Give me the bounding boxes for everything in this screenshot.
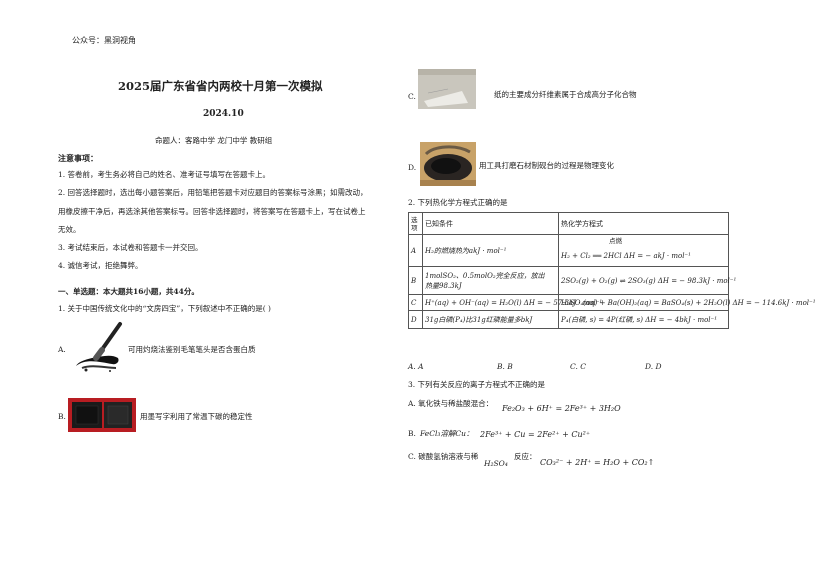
option-label: D. — [408, 163, 417, 172]
notice-item: 2. 回答选择题时，选出每小题答案后，用铅笔把答题卡对应题目的答案标号涂黑；如需… — [58, 188, 368, 197]
ion-equation: Fe₂O₃ + 6H⁺ = 2Fe³⁺ + 3H₂O — [502, 404, 621, 413]
ion-equation: 2Fe³⁺ + Cu = 2Fe²⁺ + Cu²⁺ — [480, 430, 591, 439]
notice-item: 无效。 — [58, 225, 81, 234]
question-stem: 2. 下列热化学方程式正确的是 — [408, 198, 508, 207]
brush-image — [76, 322, 122, 372]
section-heading: 一、单选题：本大题共16小题，共44分。 — [58, 287, 199, 296]
table-header-cell: 已知条件 — [422, 212, 559, 235]
condition-over-arrow: 点燃 — [609, 237, 622, 245]
answer-choice-a[interactable]: A. A — [408, 362, 424, 371]
table-row: B 1molSO₂、0.5molO₂完全反应，放出 热量98.3kJ 2SO₂(… — [408, 266, 736, 295]
table-cell-equation: 2SO₂(g) + O₂(g) ⇌ 2SO₃(g) ΔH = − 98.3kJ … — [558, 266, 736, 295]
answer-choice-c[interactable]: C. C — [570, 362, 586, 371]
ion-equation-prefix: FeCl₃溶解Cu： — [420, 429, 474, 438]
watermark: 公众号：黑洞视角 — [72, 36, 136, 45]
ion-equation-mid: H₂SO₄ — [484, 459, 508, 468]
notice-item: 用橡皮擦干净后，再选涂其他答案标号。回答非选择题时，将答案写在答题卡上，写在试卷… — [58, 207, 366, 216]
table-cell-option: D — [408, 310, 423, 329]
table-cell-option: A — [408, 234, 423, 267]
exam-title: 2025届广东省省内两校十月第一次模拟 — [118, 79, 323, 93]
ink-stick-image — [68, 398, 136, 432]
condition-line: 1molSO₂、0.5molO₂完全反应，放出 — [425, 271, 545, 280]
answer-choice-b[interactable]: B. B — [497, 362, 513, 371]
table-row: C H⁺(aq) + OH⁻(aq) = H₂O(l) ΔH = − 57.3k… — [408, 294, 816, 311]
paper-image — [418, 69, 476, 109]
table-cell-equation: H₂SO₄(aq) + Ba(OH)₂(aq) = BaSO₄(s) + 2H₂… — [558, 294, 816, 311]
inkstone-image — [420, 142, 476, 186]
table-cell-condition: H⁺(aq) + OH⁻(aq) = H₂O(l) ΔH = − 57.3kJ … — [422, 294, 602, 311]
exam-date: 2024.10 — [203, 109, 244, 119]
notice-item: 3. 考试结束后，本试卷和答题卡一并交回。 — [58, 243, 203, 252]
notice-item: 4. 诚信考试，拒绝舞弊。 — [58, 261, 143, 270]
table-cell-condition: 1molSO₂、0.5molO₂完全反应，放出 热量98.3kJ — [422, 266, 559, 295]
question-stem: 1. 关于中国传统文化中的“文房四宝”，下列叙述中不正确的是( ) — [58, 304, 271, 313]
exam-authors: 命题人：客路中学 龙门中学 教研组 — [155, 136, 273, 145]
table-cell-option: B — [408, 266, 423, 295]
table-cell-equation: 点燃 H₂ + Cl₂ ══ 2HCl ΔH = − akJ · mol⁻¹ — [558, 234, 729, 267]
option-text: 可用灼烧法鉴别毛笔笔头是否含蛋白质 — [128, 345, 256, 354]
option-label: C. 碳酸氢钠溶液与稀 — [408, 452, 479, 461]
condition-line: 热量98.3kJ — [425, 281, 462, 290]
option-label: A. 氧化铁与稀盐酸混合： — [408, 399, 494, 408]
table-row: A H₂的燃烧热为akJ · mol⁻¹ 点燃 H₂ + Cl₂ ══ 2HCl… — [408, 234, 729, 267]
ion-equation: CO₃²⁻ + 2H⁺ = H₂O + CO₂↑ — [540, 458, 655, 467]
option-text: 用墨写字利用了常温下碳的稳定性 — [140, 412, 253, 421]
table-cell-option: C — [408, 294, 423, 311]
option-text: 反应： — [514, 452, 537, 461]
notice-item: 1. 答卷前，考生务必将自己的姓名、准考证号填写在答题卡上。 — [58, 170, 271, 179]
option-text: 纸的主要成分纤维素属于合成高分子化合物 — [494, 90, 637, 99]
table-row: D 31g白磷(P₄)比31g红磷能量多bkJ P₄(白磷, s) = 4P(红… — [408, 310, 729, 329]
option-label: B. — [408, 429, 416, 438]
option-label: B. — [58, 412, 66, 421]
option-label: C. — [408, 92, 416, 101]
option-label: A. — [58, 345, 66, 354]
table-header-cell: 热化学方程式 — [558, 212, 729, 235]
option-text: 用工具打磨石材制砚台的过程是物理变化 — [479, 161, 614, 170]
table-cell-equation: P₄(白磷, s) = 4P(红磷, s) ΔH = − 4bkJ · mol⁻… — [558, 310, 729, 329]
table-header-row: 选项 已知条件 热化学方程式 — [408, 212, 729, 235]
notice-heading: 注意事项： — [58, 153, 98, 163]
answer-choice-d[interactable]: D. D — [645, 362, 662, 371]
equation-text: H₂ + Cl₂ ══ 2HCl ΔH = − akJ · mol⁻¹ — [561, 251, 691, 260]
thermo-table: 选项 已知条件 热化学方程式 A H₂的燃烧热为akJ · mol⁻¹ 点燃 H… — [408, 212, 816, 329]
table-cell-condition: 31g白磷(P₄)比31g红磷能量多bkJ — [422, 310, 559, 329]
table-cell-condition: H₂的燃烧热为akJ · mol⁻¹ — [422, 234, 559, 267]
table-header-cell: 选项 — [408, 212, 423, 235]
question-stem: 3. 下列有关反应的离子方程式不正确的是 — [408, 380, 546, 389]
